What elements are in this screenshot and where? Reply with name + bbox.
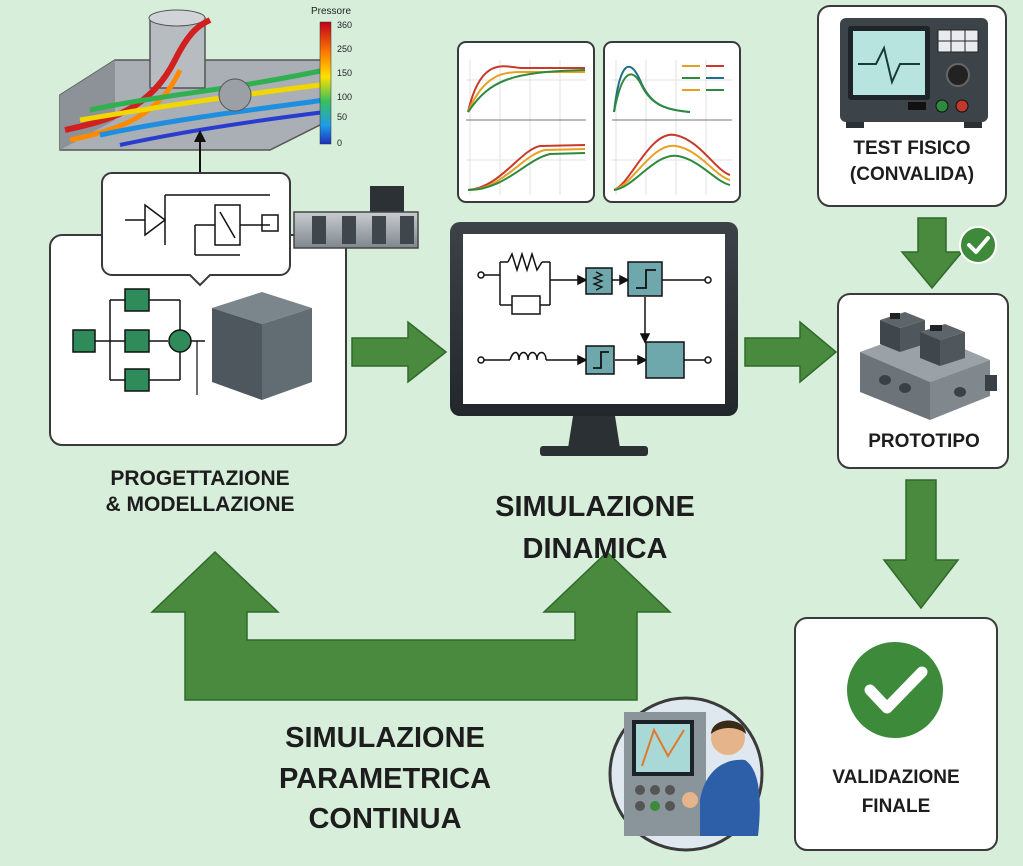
cube-icon	[212, 292, 312, 400]
flow-arrow-test-to-prototype	[900, 217, 964, 290]
legend-tick: 100	[337, 92, 352, 102]
test-fisico-line2: (CONVALIDA)	[849, 163, 975, 185]
simulazione-dinamica-line1: SIMULAZIONE	[495, 491, 695, 523]
feedback-loop-arrow-shape	[150, 550, 672, 701]
parametrica-label: SIMULAZIONE PARAMETRICA CONTINUA	[225, 718, 545, 840]
progettazione-line2: & MODELLAZIONE	[105, 493, 295, 517]
oscilloscope-icon	[840, 18, 988, 128]
validazione-label: VALIDAZIONE FINALE	[797, 764, 995, 821]
flow-arrow-design-to-sim	[351, 320, 448, 384]
validazione-line2: FINALE	[861, 795, 931, 817]
legend-tick: 360	[337, 20, 352, 30]
prototipo-text: PROTOTIPO	[868, 431, 980, 452]
simulazione-dinamica-label: SIMULAZIONE DINAMICA	[440, 486, 750, 570]
response-graph-icon	[457, 41, 741, 203]
hydraulic-schematic-icon	[101, 172, 291, 287]
check-icon	[959, 226, 997, 264]
legend-tick: 50	[337, 112, 347, 122]
prototipo-label: PROTOTIPO	[840, 430, 1008, 454]
engineer-icon	[608, 696, 764, 852]
test-fisico-label: TEST FISICO (CONVALIDA)	[820, 136, 1004, 187]
legend-title: Pressore	[311, 6, 351, 17]
simulazione-dinamica-line2: DINAMICA	[522, 533, 668, 566]
legend-tick: 0	[337, 138, 342, 148]
block-diagram-icon	[72, 288, 205, 395]
parametrica-line1: SIMULAZIONE	[285, 722, 485, 754]
cfd-legend	[319, 21, 332, 145]
valve-actuator-icon	[293, 186, 419, 249]
prototype-block-icon	[860, 312, 997, 420]
progettazione-line1: PROGETTAZIONE	[110, 467, 290, 490]
validazione-line1: VALIDAZIONE	[832, 767, 960, 788]
flow-arrow-sim-to-prototype	[744, 320, 838, 384]
parametrica-line2: PARAMETRICA	[278, 762, 492, 795]
parametrica-line3: CONTINUA	[308, 803, 462, 836]
legend-tick: 250	[337, 44, 352, 54]
flow-arrow-prototype-to-validation	[882, 479, 960, 610]
validation-check-icon	[847, 642, 943, 738]
test-fisico-line1: TEST FISICO	[853, 138, 971, 159]
monitor-icon	[450, 222, 738, 456]
progettazione-label: PROGETTAZIONE & MODELLAZIONE	[60, 466, 340, 519]
cfd-valve-icon	[59, 9, 331, 151]
legend-tick: 150	[337, 68, 352, 78]
